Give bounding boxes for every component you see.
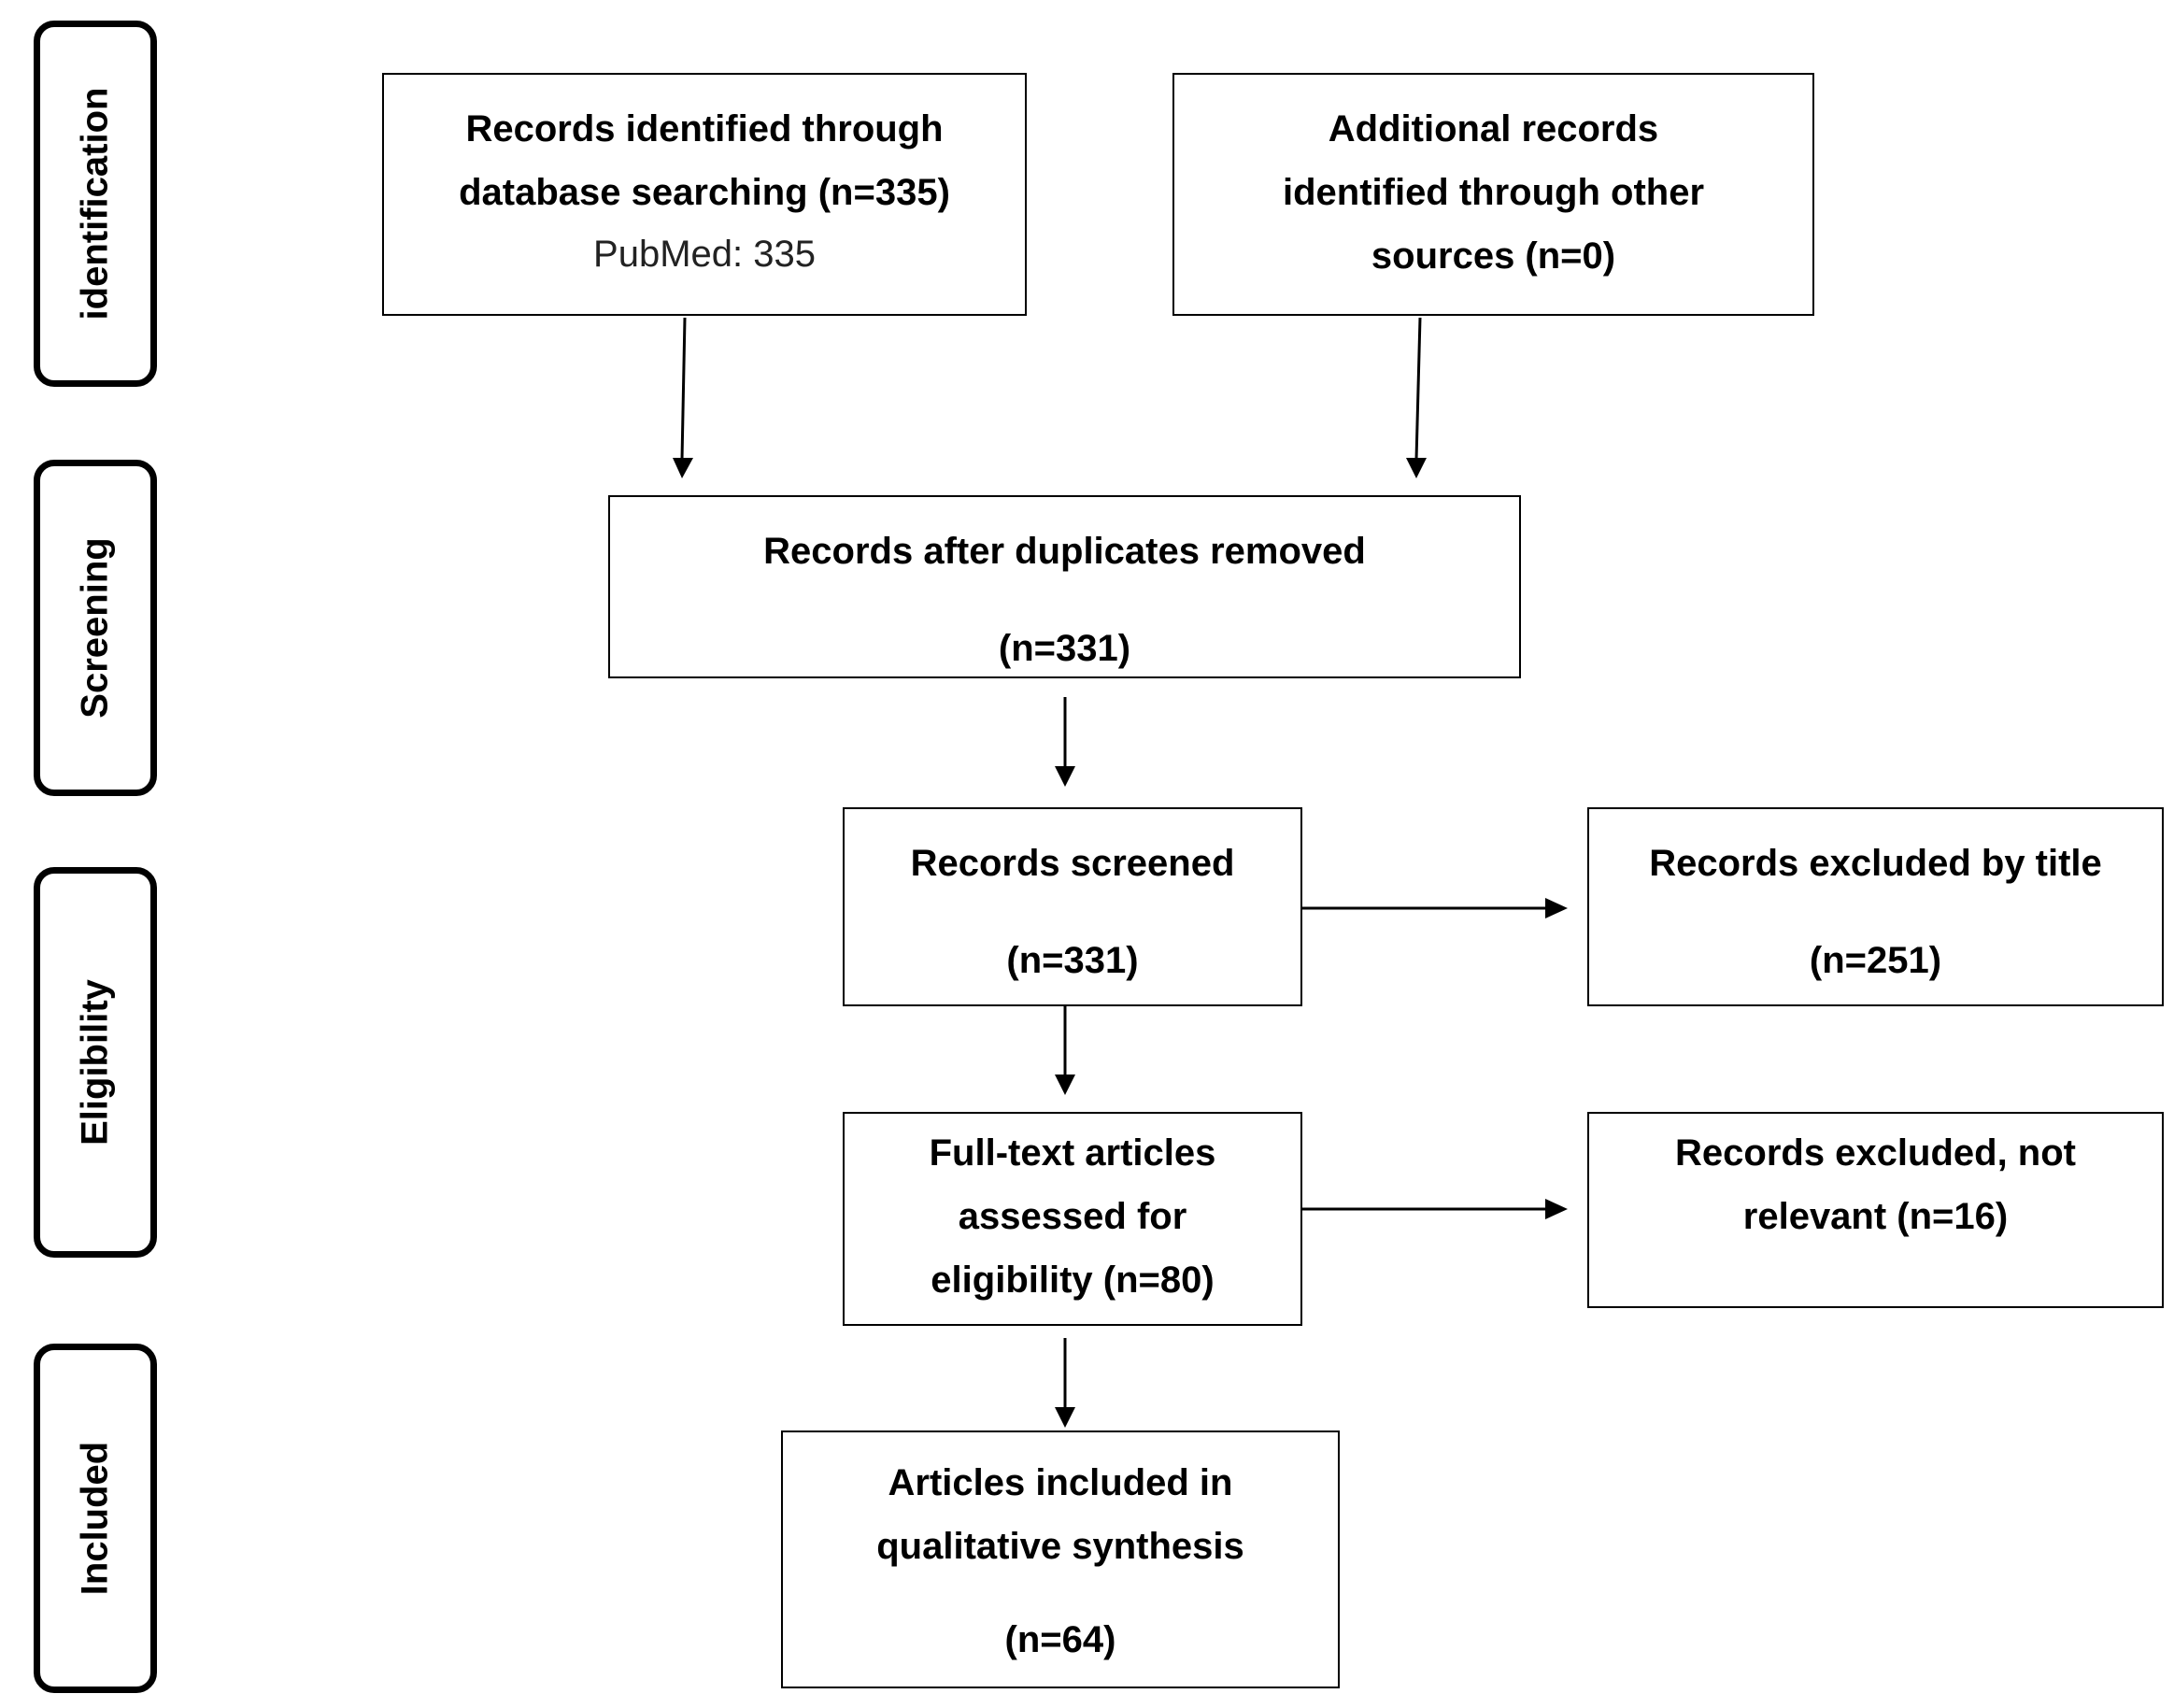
arrowhead-excluded-title bbox=[1545, 898, 1568, 918]
box-articles-included: Articles included in qualitative synthes… bbox=[781, 1430, 1340, 1688]
excluded-by-title-count: (n=251) bbox=[1809, 940, 1942, 981]
arrow-database-to-duplicates bbox=[680, 317, 687, 461]
box-other-sources: Additional records identified through ot… bbox=[1172, 73, 1814, 316]
arrow-other-to-duplicates bbox=[1414, 317, 1422, 461]
stage-included: Included bbox=[34, 1344, 157, 1693]
full-text-line3: eligibility (n=80) bbox=[931, 1260, 1215, 1301]
arrowhead-included bbox=[1055, 1407, 1075, 1428]
database-search-line2: database searching (n=335) bbox=[459, 172, 950, 213]
arrowhead-duplicates bbox=[1055, 766, 1075, 787]
box-records-screened: Records screened (n=331) bbox=[843, 807, 1302, 1006]
box-excluded-not-relevant: Records excluded, not relevant (n=16) bbox=[1587, 1112, 2164, 1308]
arrowhead-other bbox=[1406, 458, 1427, 478]
excluded-not-relevant-line2: relevant (n=16) bbox=[1742, 1196, 2009, 1237]
arrowhead-full-text bbox=[1055, 1075, 1075, 1095]
stage-screening: Screening bbox=[34, 460, 157, 796]
database-search-subtext: PubMed: 335 bbox=[593, 234, 816, 275]
articles-included-line2: qualitative synthesis bbox=[876, 1526, 1244, 1567]
box-duplicates-removed: Records after duplicates removed (n=331) bbox=[608, 495, 1521, 678]
box-database-search: Records identified through database sear… bbox=[382, 73, 1027, 316]
arrowhead-database bbox=[673, 458, 693, 478]
other-sources-line3: sources (n=0) bbox=[1371, 235, 1616, 277]
full-text-line1: Full-text articles bbox=[929, 1132, 1216, 1174]
box-full-text-assessed: Full-text articles assessed for eligibil… bbox=[843, 1112, 1302, 1326]
other-sources-line2: identified through other bbox=[1282, 172, 1705, 213]
full-text-line2: assessed for bbox=[958, 1196, 1187, 1237]
box-excluded-by-title: Records excluded by title (n=251) bbox=[1587, 807, 2164, 1006]
duplicates-removed-line1: Records after duplicates removed bbox=[763, 531, 1366, 572]
stage-identification: identification bbox=[34, 21, 157, 387]
articles-included-count: (n=64) bbox=[1004, 1619, 1116, 1660]
articles-included-line1: Articles included in bbox=[888, 1462, 1233, 1503]
database-search-line1: Records identified through bbox=[465, 108, 944, 149]
excluded-by-title-line1: Records excluded by title bbox=[1649, 843, 2102, 884]
arrowhead-excluded-relevant bbox=[1545, 1199, 1568, 1219]
records-screened-line1: Records screened bbox=[910, 843, 1235, 884]
excluded-not-relevant-line1: Records excluded, not bbox=[1675, 1132, 2076, 1174]
stage-eligibility: Eligibility bbox=[34, 867, 157, 1258]
duplicates-removed-count: (n=331) bbox=[998, 628, 1131, 669]
other-sources-line1: Additional records bbox=[1328, 108, 1659, 149]
records-screened-count: (n=331) bbox=[1006, 940, 1139, 981]
